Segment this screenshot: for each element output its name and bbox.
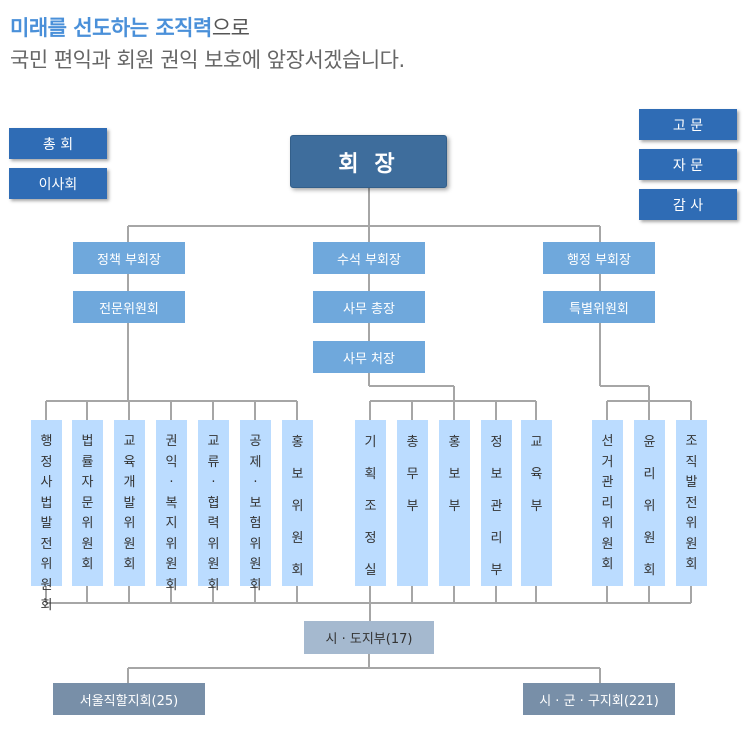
- consultant-box: 자 문: [639, 149, 737, 180]
- headline-line1-rest: 으로: [211, 16, 250, 40]
- secretary-general-box: 사무 총장: [313, 291, 425, 323]
- board-of-directors-box: 이사회: [9, 168, 107, 199]
- special-committee-box: 특별위원회: [543, 291, 655, 323]
- office-director-box: 사무 처장: [313, 341, 425, 373]
- headline-line1: 미래를 선도하는 조직력으로: [10, 12, 250, 42]
- advisor-box: 고 문: [639, 109, 737, 140]
- general-assembly-box: 총 회: [9, 128, 107, 159]
- policy-vice-president-box: 정책 부회장: [73, 242, 185, 274]
- provincial-branch-box: 시 · 도지부(17): [304, 621, 434, 654]
- expert-committee-box: 전문위원회: [73, 291, 185, 323]
- admin-vice-president-box: 행정 부회장: [543, 242, 655, 274]
- senior-vice-president-box: 수석 부회장: [313, 242, 425, 274]
- seoul-branch-box: 서울직할지회(25): [53, 683, 205, 715]
- city-county-branch-box: 시 · 군 · 구지회(221): [523, 683, 675, 715]
- auditor-box: 감 사: [639, 189, 737, 220]
- president-box: 회 장: [290, 135, 447, 188]
- headline-highlight: 미래를 선도하는 조직력: [10, 16, 212, 40]
- headline-line2: 국민 편익과 회원 권익 보호에 앞장서겠습니다.: [10, 48, 405, 72]
